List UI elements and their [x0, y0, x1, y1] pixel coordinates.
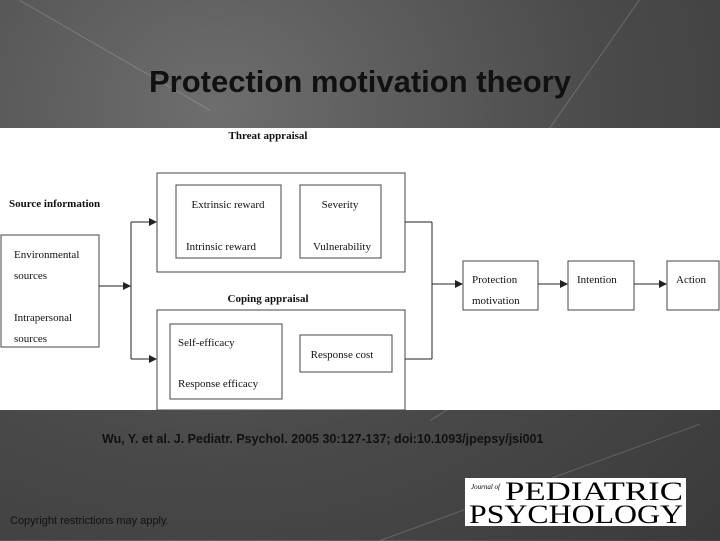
response-efficacy-label: Response efficacy [178, 378, 259, 390]
citation-text: Wu, Y. et al. J. Pediatr. Psychol. 2005 … [102, 432, 544, 446]
intrinsic-reward-label: Intrinsic reward [186, 241, 256, 253]
diagram-figure: Threat appraisal Coping appraisal Source… [0, 128, 720, 411]
intention-label: Intention [577, 274, 617, 286]
source-item: sources [14, 270, 47, 282]
journal-logo: Journal of PEDIATRIC PSYCHOLOGY [465, 477, 686, 529]
threat-appraisal-heading: Threat appraisal [229, 130, 308, 142]
coping-efficacy-box [169, 323, 283, 400]
source-information-heading: Source information [9, 198, 100, 210]
vulnerability-label: Vulnerability [313, 241, 371, 253]
source-item: Environmental [14, 249, 79, 261]
action-label: Action [676, 274, 706, 286]
source-item: Intrapersonal [14, 312, 72, 324]
logo-psychology: PSYCHOLOGY [469, 500, 683, 526]
copyright-text: Copyright restrictions may apply. [10, 515, 169, 527]
threat-severity-box [299, 184, 382, 259]
source-item: sources [14, 333, 47, 345]
logo-journal-of: Journal of [471, 483, 501, 491]
response-cost-label: Response cost [311, 349, 374, 361]
protection-motivation-box [462, 260, 539, 311]
slide-title: Protection motivation theory [149, 64, 571, 99]
extrinsic-reward-label: Extrinsic reward [192, 199, 265, 211]
diagram-svg: Threat appraisal Coping appraisal Source… [0, 130, 720, 411]
motivation-label: motivation [472, 295, 520, 307]
self-efficacy-label: Self-efficacy [178, 337, 235, 349]
coping-appraisal-heading: Coping appraisal [228, 293, 309, 305]
source-box [0, 234, 100, 348]
response-cost-box [299, 334, 393, 373]
severity-label: Severity [322, 199, 359, 211]
intention-box [567, 260, 635, 311]
threat-rewards-box [175, 184, 282, 259]
logo-pediatric: PEDIATRIC [505, 478, 683, 506]
action-box [666, 260, 720, 311]
protection-label: Protection [472, 274, 518, 286]
